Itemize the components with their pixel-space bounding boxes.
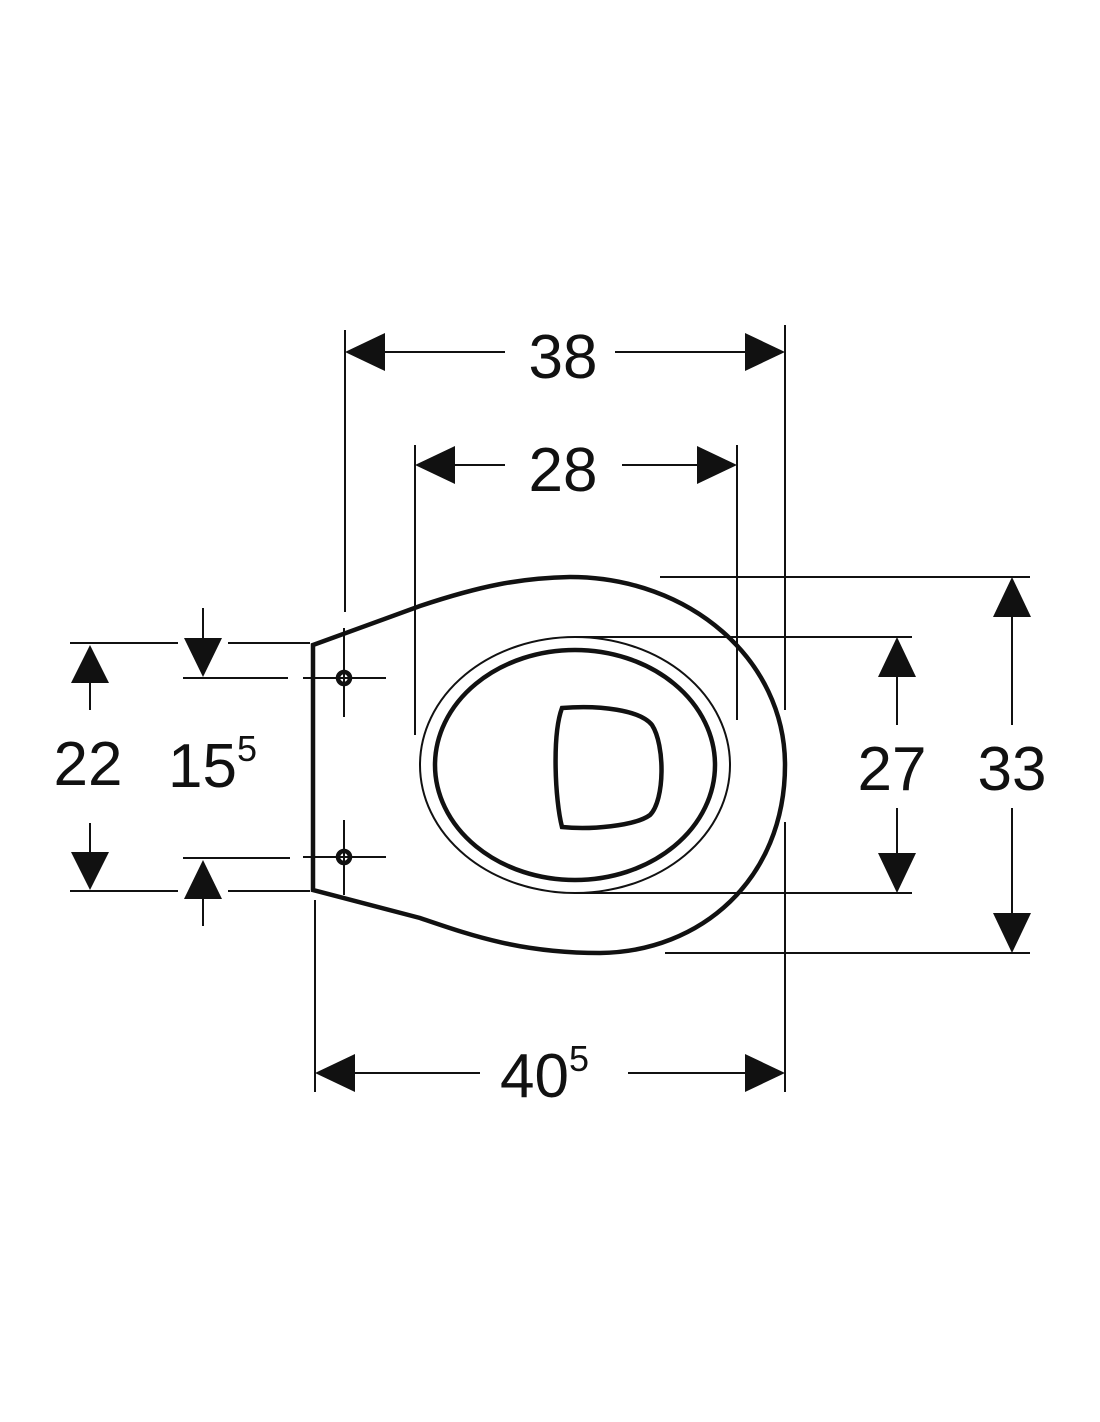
dimension-label-38: 38 (529, 323, 598, 392)
dimension-28: 28 (415, 436, 737, 505)
dimension-15-5: 155 (168, 608, 257, 926)
bowl-outline (310, 574, 788, 956)
dimension-22: 22 (54, 645, 123, 890)
dimension-label-40-5: 405 (500, 1038, 589, 1111)
dimension-label-22: 22 (54, 730, 123, 799)
rim-outer (419, 636, 731, 894)
dimension-label-33: 33 (978, 735, 1047, 804)
dimension-40-5: 405 (315, 1038, 785, 1111)
dimension-label-15-5: 155 (168, 728, 257, 801)
mount-holes (303, 628, 386, 895)
dimension-33: 33 (978, 577, 1047, 953)
dimension-27: 27 (858, 637, 927, 893)
drain-outlet (553, 704, 664, 831)
dimension-label-27: 27 (858, 735, 927, 804)
extension-lines (70, 325, 1030, 1092)
bowl-opening (432, 647, 718, 883)
dimension-label-28: 28 (529, 436, 598, 505)
dimension-38: 38 (345, 323, 785, 392)
